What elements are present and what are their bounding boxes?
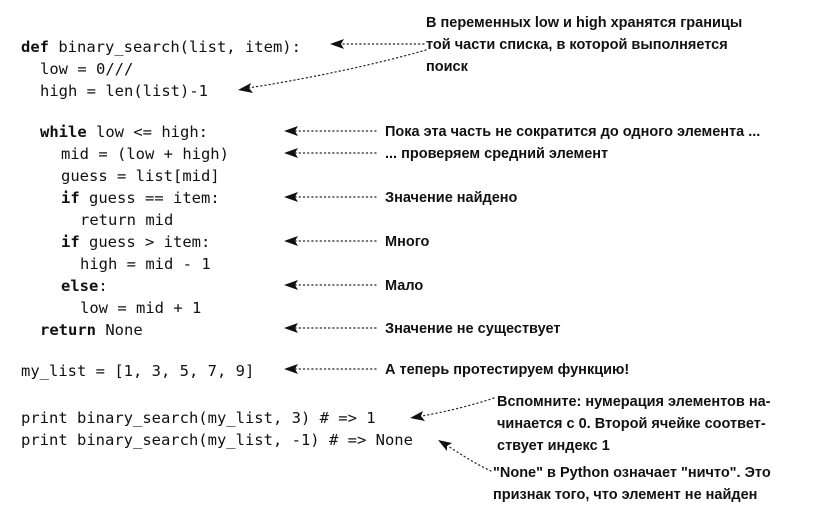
arrow-while: [284, 126, 377, 136]
code-line-low-update: low = mid + 1: [80, 299, 202, 317]
note-index-line-2: чинается с 0. Второй ячейке соответ-: [497, 416, 766, 432]
arrow-found: [284, 192, 377, 202]
code-line-return-mid: return mid: [80, 211, 174, 229]
code-line-print-2: print binary_search(my_list, -1) # => No…: [21, 431, 413, 449]
code-line-while: while low <= high:: [40, 122, 208, 142]
def-signature: binary_search(list, item):: [49, 38, 301, 56]
arrow-test: [284, 364, 377, 374]
return-value: None: [96, 321, 143, 339]
keyword-def: def: [21, 38, 49, 56]
if-greater-condition: guess > item:: [79, 233, 211, 251]
arrow-not-exist: [284, 323, 377, 333]
keyword-else: else: [61, 277, 99, 295]
arrow-index: [410, 397, 495, 421]
note-index-line-1: Вспомните: нумерация элементов на-: [497, 394, 771, 410]
code-line-low: low = 0///: [40, 60, 134, 78]
note-too-low: Мало: [385, 278, 424, 294]
code-line-if-greater: if guess > item:: [61, 232, 210, 252]
code-line-high-update: high = mid - 1: [80, 255, 211, 273]
code-line-else: else:: [61, 276, 108, 296]
note-too-high: Много: [385, 234, 430, 250]
code-line-def: def binary_search(list, item):: [21, 37, 301, 57]
if-equal-condition: guess == item:: [79, 189, 220, 207]
note-found: Значение найдено: [385, 190, 518, 206]
keyword-while: while: [40, 123, 87, 141]
code-line-high: high = len(list)-1: [40, 82, 208, 100]
note-not-exist: Значение не существует: [385, 321, 561, 337]
code-line-my-list: my_list = [1, 3, 5, 7, 9]: [21, 362, 255, 380]
note-none-line-1: "None" в Python означает "ничто". Это: [493, 465, 771, 481]
arrow-mid: [284, 148, 377, 158]
note-mid: ... проверяем средний элемент: [385, 146, 609, 162]
code-line-mid: mid = (low + high): [61, 145, 229, 163]
note-bounds-line-3: поиск: [426, 59, 468, 75]
arrow-bounds-to-high: [238, 49, 427, 93]
arrow-too-low: [284, 280, 377, 290]
arrow-bounds-to-def: [330, 39, 425, 49]
note-while: Пока эта часть не сократится до одного э…: [385, 124, 761, 140]
note-index-line-3: ствует индекс 1: [497, 438, 610, 454]
code-line-if-equal: if guess == item:: [61, 188, 220, 208]
note-bounds-line-1: В переменных low и high хранятся границы: [426, 15, 743, 31]
else-colon: :: [98, 277, 108, 295]
keyword-if: if: [61, 233, 80, 251]
arrow-none: [438, 440, 492, 472]
note-none-line-2: признак того, что элемент не найден: [493, 487, 758, 503]
note-test: А теперь протестируем функцию!: [385, 362, 630, 378]
keyword-return: return: [40, 321, 96, 339]
while-condition: low <= high:: [86, 123, 208, 141]
note-bounds-line-2: той части списка, в которой выполняется: [426, 37, 728, 53]
keyword-if: if: [61, 189, 80, 207]
code-line-guess: guess = list[mid]: [61, 167, 220, 185]
code-line-return-none: return None: [40, 320, 143, 340]
code-line-print-1: print binary_search(my_list, 3) # => 1: [21, 409, 376, 427]
arrow-too-high: [284, 236, 377, 246]
